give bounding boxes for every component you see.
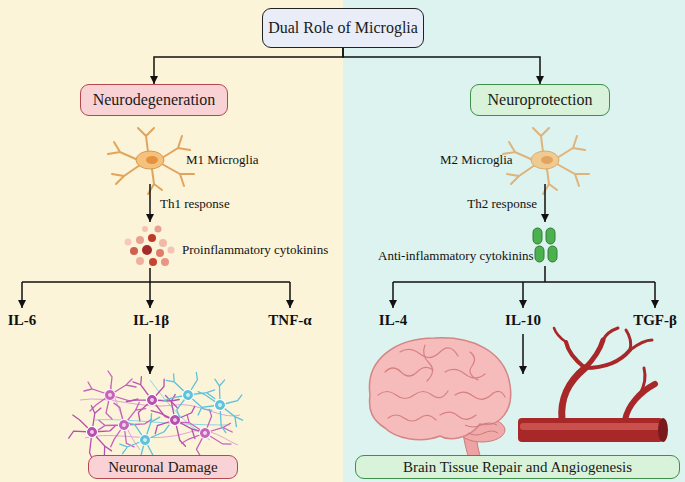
blood-vessel-part-part [626,330,631,350]
box-text: Brain Tissue Repair and Angiogenesis [403,459,632,476]
blood-vessel-part [554,328,655,420]
blood-vessel-part-part [585,350,630,368]
proinflammatory-cytokine-dots-part [130,247,138,255]
proinflammatory-cytokine-dots-part [155,226,162,233]
brain-illustration-part-part [465,423,497,427]
brain-illustration-part-part [424,345,433,381]
right-panel [343,0,685,482]
connector-arrow [343,48,540,84]
brain-illustration-part [378,345,505,421]
brain-illustration-part [369,338,510,440]
flow-arrows-part [654,282,656,308]
category-box: Brain Tissue Repair and Angiogenesis [355,455,680,479]
text-label: TNF-α [268,312,311,329]
text-label: Th2 response [467,197,537,211]
brain-illustration-part-part [445,369,485,378]
box-text: Dual Role of Microglia [268,19,418,37]
brain-illustration-part-part [400,348,458,358]
neuron-network-part [84,371,138,419]
flow-arrows-part [522,282,524,308]
flow-arrows-part [21,282,23,308]
text-label: IL-10 [505,312,541,329]
proinflammatory-cytokine-dots-part [125,239,132,246]
proinflammatory-cytokine-dots [125,226,175,267]
text-label: Proinflammatory cytokinins [182,243,328,257]
flow-arrows-part [149,334,151,374]
blood-vessel-part-part [625,384,655,420]
category-box: Neuronal Damage [88,455,238,479]
anti-inflammatory-cytokine-shapes-part [535,246,544,262]
anti-inflammatory-cytokine-shapes-part [548,246,557,262]
blood-vessel-part-part [562,368,585,420]
m1-microglia-cell [108,128,194,194]
brain-illustration-part-part [455,391,505,399]
flow-arrows-part [393,266,655,282]
blood-vessel-part-part [566,342,585,368]
left-panel [0,0,343,482]
blood-vessel-part-part [554,328,566,342]
brain-illustration-part [465,423,498,435]
proinflammatory-cytokine-dots-part [136,236,144,244]
blood-vessel-part-part [585,340,603,368]
flow-arrows-part [22,268,290,282]
m2-microglia-cell-part [503,128,589,194]
box-text: Neuronal Damage [108,459,218,476]
box-text: Neurodegeneration [93,91,216,109]
text-label: M1 Microglia [186,153,259,167]
flow-arrows-part [149,184,151,222]
brain-illustration-part-part [378,391,448,399]
category-box: Neuroprotection [470,84,610,116]
text-label: IL-6 [8,312,36,329]
brain-illustration-part-part [470,352,478,380]
flow-arrows-part [544,184,546,222]
proinflammatory-cytokine-dots-part [149,258,157,266]
flow-arrows-part [522,334,524,374]
brain-illustration-part-part [385,367,433,376]
blood-vessel-part [520,423,661,430]
blood-vessel-part [658,418,668,442]
brain-illustration [369,338,510,462]
flow-arrows [22,184,655,374]
brain-illustration-part-part [388,415,436,421]
title-box: Dual Role of Microglia [262,8,424,48]
flow-arrows-part [289,282,291,308]
proinflammatory-cytokine-dots-part [136,257,144,265]
proinflammatory-cytokine-dots-part [168,247,175,254]
text-label: Th1 response [160,197,230,211]
proinflammatory-cytokine-dots-part [161,258,169,266]
anti-inflammatory-cytokine-shapes [533,228,557,262]
category-box: Neurodegeneration [80,84,228,116]
brain-illustration-part-part [468,431,498,435]
blood-vessel [518,328,668,442]
proinflammatory-cytokine-dots-part [156,249,164,257]
flow-arrows-part [392,282,394,308]
m2-microglia-cell [503,128,589,194]
blood-vessel-part-part [630,340,652,350]
connector-arrow [154,48,343,84]
flow-arrows-part [149,282,151,308]
anti-inflammatory-cytokine-shapes-part [546,228,555,244]
proinflammatory-cytokine-dots-part [148,234,156,242]
text-label: IL-1β [133,312,169,329]
neuron-network-part [189,372,253,439]
neuron-network-part [154,362,223,428]
blood-vessel-part-part [603,328,618,340]
text-label: M2 Microglia [440,153,513,167]
proinflammatory-cytokine-dots-part [159,239,167,247]
blood-vessel-part-part [640,368,645,394]
text-label: Anti-inflammatory cytokinins [378,249,534,263]
text-label: IL-4 [379,312,407,329]
anti-inflammatory-cytokine-shapes-part [533,228,542,244]
proinflammatory-cytokine-dots-part [142,226,148,232]
blood-vessel-part [518,418,663,442]
brain-illustration-part-part [440,412,476,419]
proinflammatory-cytokine-dots-part [142,245,152,255]
m1-microglia-cell-part [108,128,194,194]
box-text: Neuroprotection [488,91,593,109]
text-label: TGF-β [633,312,677,329]
